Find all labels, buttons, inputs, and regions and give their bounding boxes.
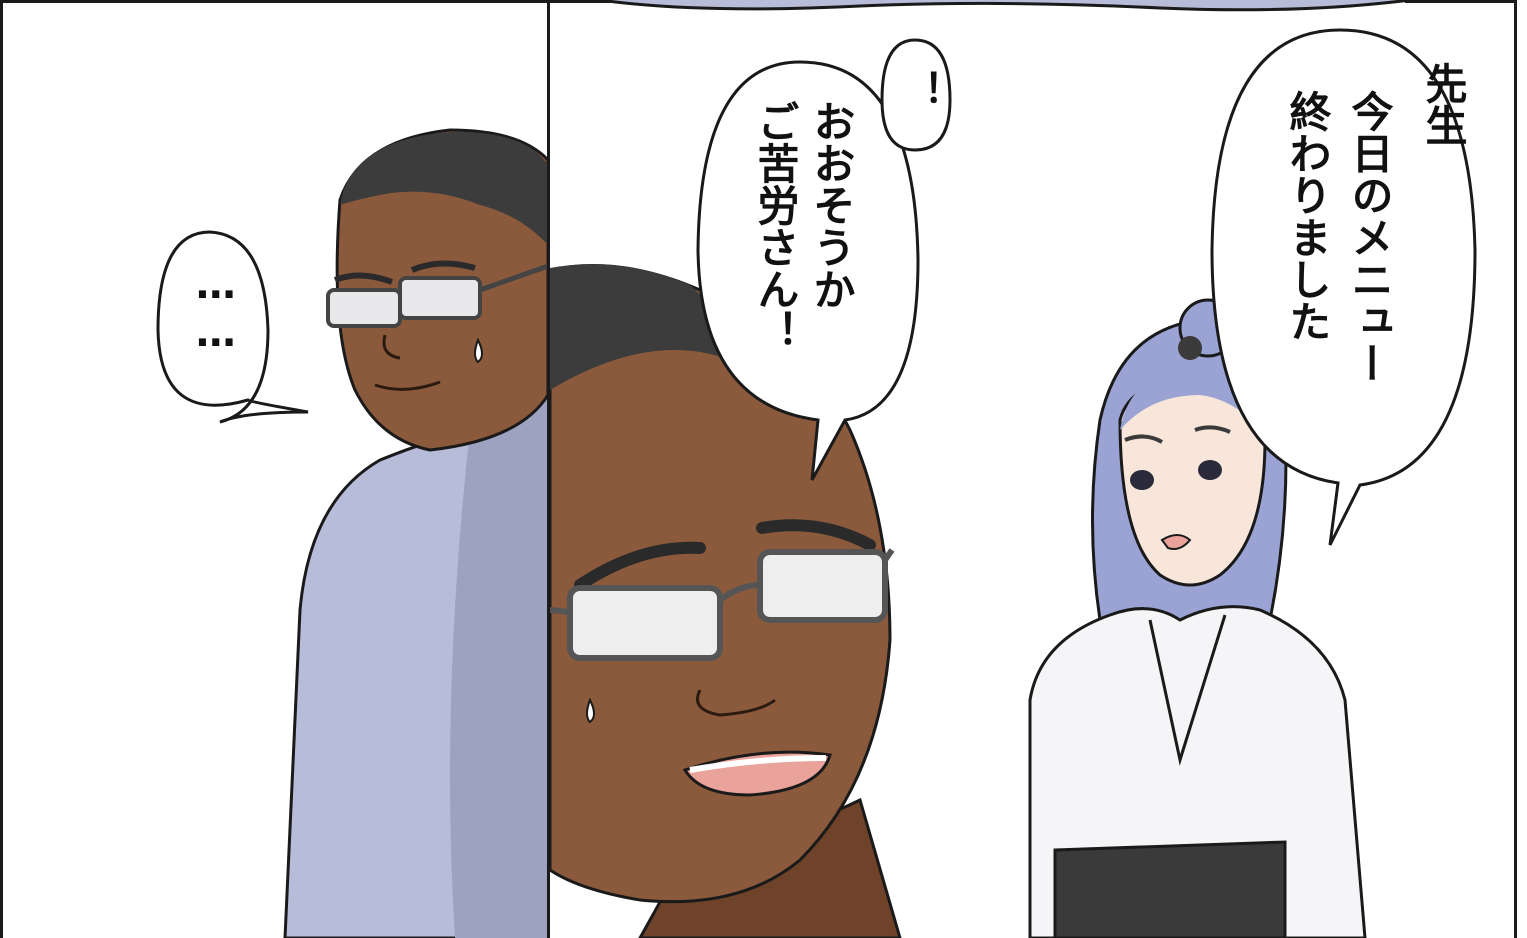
exclamation-text: ！ <box>897 70 944 110</box>
upper-panel-fragment <box>599 0 1411 12</box>
top-border <box>0 0 610 3</box>
panel-divider <box>547 0 550 938</box>
woman-speech-line-2: 今日のメニュー <box>1345 90 1395 384</box>
woman-speech-line-3: 終わりました <box>1283 90 1333 342</box>
man-speech-line-1: おおそうか <box>807 100 857 310</box>
left-speech-text: …… <box>192 262 239 358</box>
right-panel-border <box>1514 0 1517 938</box>
top-border-right <box>1405 0 1517 3</box>
man-speech-bubble <box>696 60 920 481</box>
exclamation-bubble <box>880 38 952 152</box>
left-panel-art <box>283 128 550 938</box>
left-panel-border <box>0 0 3 938</box>
man-speech-line-2: ご苦労さん！ <box>751 100 801 352</box>
left-speech-bubble <box>156 230 309 424</box>
woman-speech-bubble <box>1210 28 1477 546</box>
man-closeup-art <box>548 264 902 938</box>
woman-figure-art <box>1028 298 1367 938</box>
woman-speech-line-1: 先生 <box>1419 62 1469 146</box>
